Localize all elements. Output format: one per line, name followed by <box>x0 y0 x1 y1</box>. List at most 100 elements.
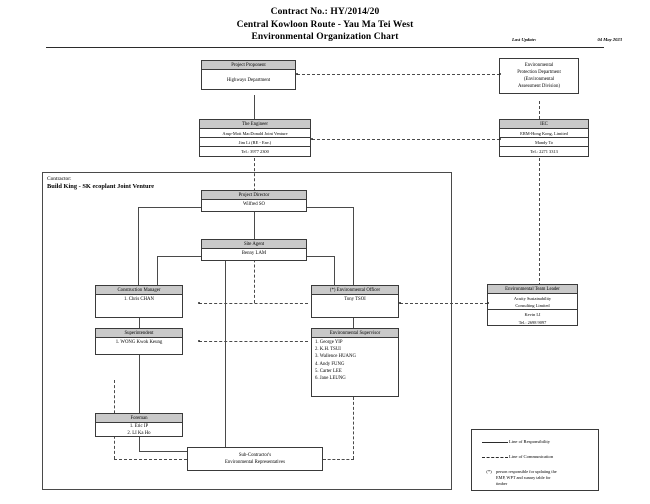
link-foreman-sub-h <box>139 451 187 452</box>
node-title: IEC <box>500 120 588 129</box>
link-pd-stub <box>254 212 255 244</box>
node-environmental-officer[interactable]: (*) Environmental Officer Tony TSOI <box>311 285 399 318</box>
solid-line-sample <box>482 442 508 443</box>
etl-person: Kevin LI <box>524 311 541 317</box>
node-project-director[interactable]: Project Director Wilfred SO <box>201 190 307 212</box>
legend-note: person responsible for updating the EMP,… <box>496 469 582 486</box>
legend-label: Line of Communication <box>509 454 554 459</box>
link-cm-sup <box>139 317 140 328</box>
link-foreman-down <box>139 437 140 451</box>
title-line-chart: Environmental Organization Chart <box>251 32 399 43</box>
node-title: Environmental Team Leader <box>488 285 577 294</box>
list-item: 6. Jane LEUNG <box>315 376 346 382</box>
link-epd-iec <box>539 101 540 119</box>
node-title: (*) Environmental Officer <box>312 286 398 295</box>
link-engineer-iec <box>312 139 500 140</box>
contractor-frame <box>42 172 452 490</box>
list-item: 2. K.H. TSUI <box>315 347 341 353</box>
node-foreman[interactable]: Foreman 1. Eric IP 2. LI Ka Ho <box>95 413 183 437</box>
link-dot <box>197 301 201 305</box>
link-es-sub-dash-h <box>323 459 354 460</box>
link-eo-es <box>353 317 354 328</box>
iec-company: ERM-Hong Kong, Limited <box>500 129 588 139</box>
iec-tel: Tel.: 2271 3313 <box>530 148 558 154</box>
node-construction-manager[interactable]: Construction Manager 1. Chris CHAN <box>95 285 183 318</box>
title-line-project: Central Kowloon Route - Yau Ma Tei West <box>236 19 414 30</box>
node-environmental-supervisor[interactable]: Environmental Supervisor 1. George YIP 2… <box>311 328 399 397</box>
list-item: 5. Carter LEE <box>315 368 342 374</box>
last-update-value: 04 May 2023 <box>597 37 623 42</box>
link-foreman-sub-dash-h <box>114 459 187 460</box>
link-pd-left-h <box>138 207 255 208</box>
link-dot <box>310 137 314 141</box>
node-body: Benny LAM <box>241 251 267 256</box>
node-subcontractor[interactable]: Sub-Contractor's Environmental Represent… <box>187 447 323 471</box>
node-the-engineer[interactable]: The Engineer Arup-Mott MacDonald Joint V… <box>199 119 311 157</box>
foreman-member-1: 1. Eric IP <box>129 424 149 429</box>
link-pd-right-v <box>353 207 354 285</box>
link-dot <box>498 137 502 141</box>
etl-company-2: Consulting Limited <box>488 302 577 311</box>
node-title: Environmental Supervisor <box>312 329 398 338</box>
epd-line3: (Environmental <box>523 77 555 82</box>
list-item: 4. Andy FUNG <box>315 361 345 367</box>
etl-tel: Tel.: 2698 9097 <box>518 319 547 325</box>
iec-person: Mandy To <box>500 138 588 148</box>
engineer-person: Jim Li (RE - Env.) <box>200 138 310 148</box>
node-title: Project Proponent <box>202 61 295 70</box>
node-project-proponent[interactable]: Project Proponent Highways Department <box>201 60 296 90</box>
node-site-agent[interactable]: Site Agent Benny LAM <box>201 239 307 261</box>
node-iec[interactable]: IEC ERM-Hong Kong, Limited Mandy To Tel.… <box>499 119 589 157</box>
link-sup-es-dash <box>199 341 308 342</box>
node-title: Superintendent <box>96 329 182 338</box>
node-body: Wilfred SO <box>242 202 266 207</box>
node-title: Site Agent <box>202 240 306 249</box>
link-dot <box>295 72 299 76</box>
node-title: Project Director <box>202 191 306 200</box>
list-item: 3. Wallence HUANG <box>315 354 356 360</box>
subcontractor-line1: Sub-Contractor's <box>238 452 272 458</box>
link-dot <box>498 72 502 76</box>
legend-communication: Line of Communication <box>482 454 553 460</box>
contractor-label: Contractor: Build King - SK ecoplant Joi… <box>47 176 154 192</box>
link-iec-etl <box>539 158 540 286</box>
environmental-supervisor-list: 1. George YIP 2. K.H. TSUI 3. Wallence H… <box>312 338 398 383</box>
link-dot <box>197 339 201 343</box>
title-line-contract: Contract No.: HY/2014/20 <box>270 7 380 17</box>
link-sa-left-v <box>157 256 158 285</box>
asterisk-marker: (*) <box>486 469 492 474</box>
link-sa-down-sub <box>225 256 226 451</box>
foreman-member-2: 2. LI Ka Ho <box>127 431 151 437</box>
subcontractor-line2: Environmental Representatives <box>224 460 286 465</box>
engineer-company: Arup-Mott MacDonald Joint Venture <box>200 129 310 139</box>
contractor-name: Build King - SK ecoplant Joint Venture <box>47 183 155 191</box>
node-title: The Engineer <box>200 120 310 129</box>
node-body: Highways Department <box>226 78 271 83</box>
node-title: Foreman <box>96 414 182 423</box>
node-epd[interactable]: Environmental Protection Department (Env… <box>499 58 579 94</box>
legend-label: Line of Responsibility <box>509 439 551 444</box>
link-dot <box>398 301 402 305</box>
legend-asterisk-note: (*) person responsible for updating the … <box>482 469 582 486</box>
title-divider <box>46 47 604 48</box>
legend-note-line1: person responsible for updating the <box>496 469 557 474</box>
link-pd-left-v <box>138 207 139 285</box>
epd-line4: Assessment Division) <box>518 84 560 90</box>
node-superintendent[interactable]: Superintendent 1. WONG Kwok Keung <box>95 328 183 355</box>
legend-note-line3: timber <box>496 480 508 486</box>
contractor-label-text: Contractor: <box>47 176 72 182</box>
epd-line2: Protection Department <box>517 69 561 75</box>
link-cm-eo-dash <box>199 303 308 304</box>
dashed-line-sample <box>482 457 508 458</box>
node-title: Construction Manager <box>96 286 182 295</box>
link-proponent-engineer <box>254 95 255 119</box>
last-update-label: Last Update: <box>512 37 537 42</box>
link-dot <box>486 301 490 305</box>
link-sa-right-v <box>334 256 335 285</box>
node-environmental-team-leader[interactable]: Environmental Team Leader Acuity Sustain… <box>487 284 578 326</box>
link-sup-foreman <box>139 355 140 413</box>
node-body: 1. Chris CHAN <box>124 297 154 302</box>
legend-box: Line of Responsibility Line of Communica… <box>471 429 599 491</box>
epd-line1: Environmental <box>524 62 554 68</box>
